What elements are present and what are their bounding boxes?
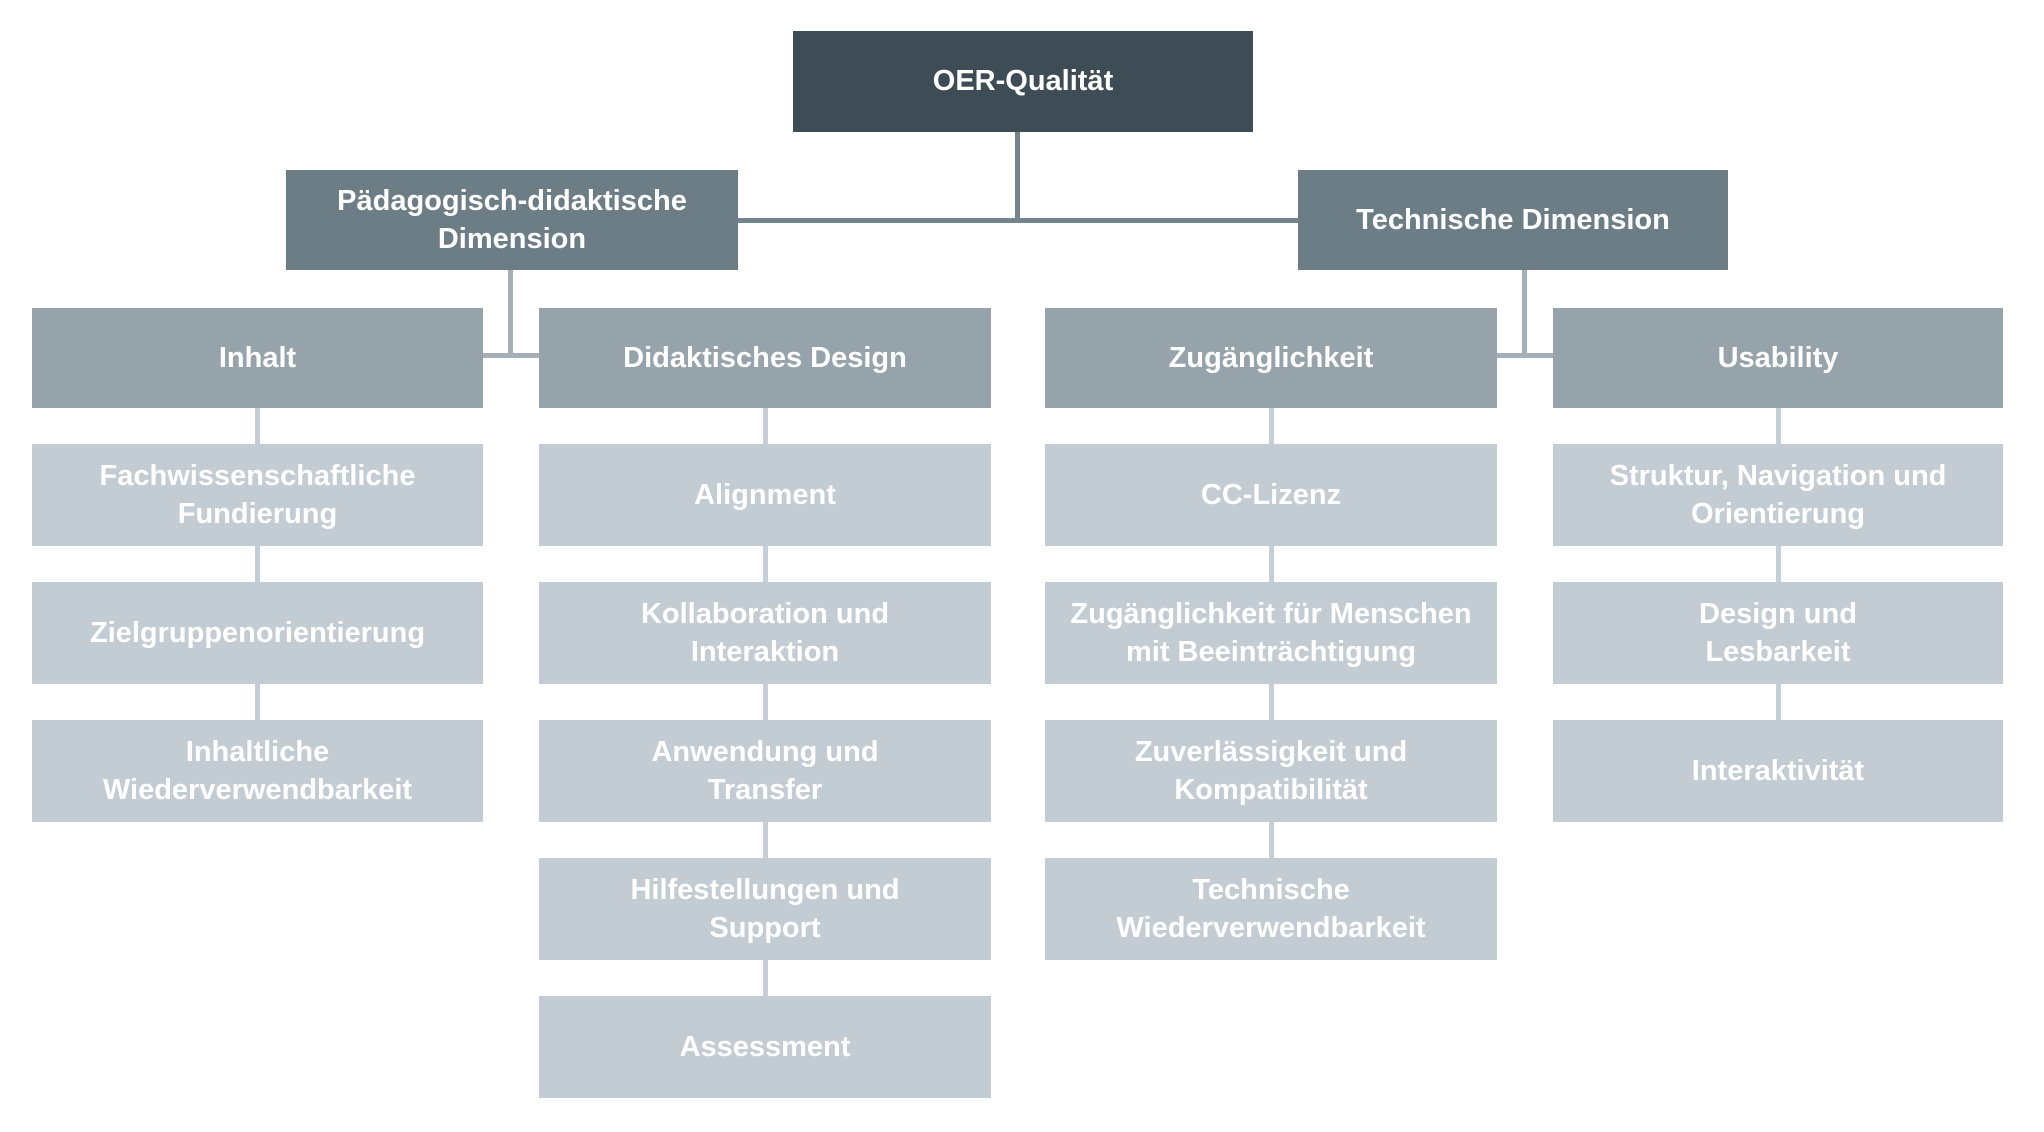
node-item-anwendung-und-transfer: Anwendung und Transfer <box>539 684 991 822</box>
node-label: Alignment <box>694 478 836 511</box>
node-label: Technische Wiederverwendbarkeit <box>1116 873 1426 944</box>
node-item-zugaenglichkeit-fuer-menschen: Zugänglichkeit für Menschen mit Beeinträ… <box>1045 546 1497 684</box>
node-item-fachwissenschaftliche-fundierung: Fachwissenschaftliche Fundierung <box>32 408 483 546</box>
node-item-zielgruppenorientierung: Zielgruppenorientierung <box>32 546 483 684</box>
node-label: Pädagogisch-didaktische Dimension <box>337 184 687 255</box>
connector-technisch-vertical <box>1522 270 1527 358</box>
node-label: Interaktivität <box>1691 754 1865 787</box>
node-label: Hilfestellungen und Support <box>630 873 900 944</box>
node-label: Struktur, Navigation und Orientierung <box>1609 459 1947 530</box>
node-label: Assessment <box>679 1030 851 1063</box>
column-zugaenglichkeit: Zugänglichkeit CC-Lizenz Zugänglichkeit … <box>1045 308 1497 960</box>
node-root-oer-qualitaet: OER-Qualität <box>793 31 1253 132</box>
node-item-interaktivitaet: Interaktivität <box>1553 684 2003 822</box>
column-usability: Usability Struktur, Navigation und Orien… <box>1553 308 2003 822</box>
node-dimension-paedagogisch-didaktisch: Pädagogisch-didaktische Dimension <box>286 170 738 270</box>
node-label: Zielgruppenorientierung <box>89 616 426 649</box>
node-label: Zugänglichkeit für Menschen mit Beeinträ… <box>1070 597 1472 668</box>
node-item-assessment: Assessment <box>539 960 991 1098</box>
node-dimension-technisch: Technische Dimension <box>1298 170 1728 270</box>
node-item-hilfestellungen-und-support: Hilfestellungen und Support <box>539 822 991 960</box>
connector-root-horizontal <box>738 218 1298 223</box>
node-item-technische-wiederverwendbarkeit: Technische Wiederverwendbarkeit <box>1045 822 1497 960</box>
node-label: Technische Dimension <box>1356 203 1670 236</box>
node-item-kollaboration-und-interaktion: Kollaboration und Interaktion <box>539 546 991 684</box>
node-header-inhalt: Inhalt <box>32 308 483 408</box>
node-label: Inhalt <box>218 341 297 374</box>
node-label: Usability <box>1717 341 1839 374</box>
node-label: Design und Lesbarkeit <box>1699 597 1857 668</box>
node-item-alignment: Alignment <box>539 408 991 546</box>
connector-root-vertical <box>1015 132 1020 223</box>
node-label: Didaktisches Design <box>623 341 907 374</box>
node-item-design-und-lesbarkeit: Design und Lesbarkeit <box>1553 546 2003 684</box>
node-label: Kollaboration und Interaktion <box>640 597 890 668</box>
node-header-usability: Usability <box>1553 308 2003 408</box>
node-label: Fachwissenschaftliche Fundierung <box>99 459 416 530</box>
connector-technisch-horizontal <box>1497 353 1553 358</box>
column-didaktisches-design: Didaktisches Design Alignment Kollaborat… <box>539 308 991 1098</box>
node-item-struktur-navigation-orientierung: Struktur, Navigation und Orientierung <box>1553 408 2003 546</box>
node-header-didaktisches-design: Didaktisches Design <box>539 308 991 408</box>
column-inhalt: Inhalt Fachwissenschaftliche Fundierung … <box>32 308 483 822</box>
node-label: Inhaltliche Wiederverwendbarkeit <box>102 735 413 806</box>
node-item-inhaltliche-wiederverwendbarkeit: Inhaltliche Wiederverwendbarkeit <box>32 684 483 822</box>
node-label: Zugänglichkeit <box>1168 341 1374 374</box>
connector-paedagogisch-horizontal <box>483 353 539 358</box>
node-header-zugaenglichkeit: Zugänglichkeit <box>1045 308 1497 408</box>
node-label: CC-Lizenz <box>1200 478 1342 511</box>
node-item-zuverlaessigkeit-und-kompatibilitaet: Zuverlässigkeit und Kompatibilität <box>1045 684 1497 822</box>
connector-paedagogisch-vertical <box>508 270 513 358</box>
node-item-cc-lizenz: CC-Lizenz <box>1045 408 1497 546</box>
node-label: OER-Qualität <box>932 65 1114 98</box>
node-label: Anwendung und Transfer <box>651 735 879 806</box>
node-label: Zuverlässigkeit und Kompatibilität <box>1134 735 1408 806</box>
